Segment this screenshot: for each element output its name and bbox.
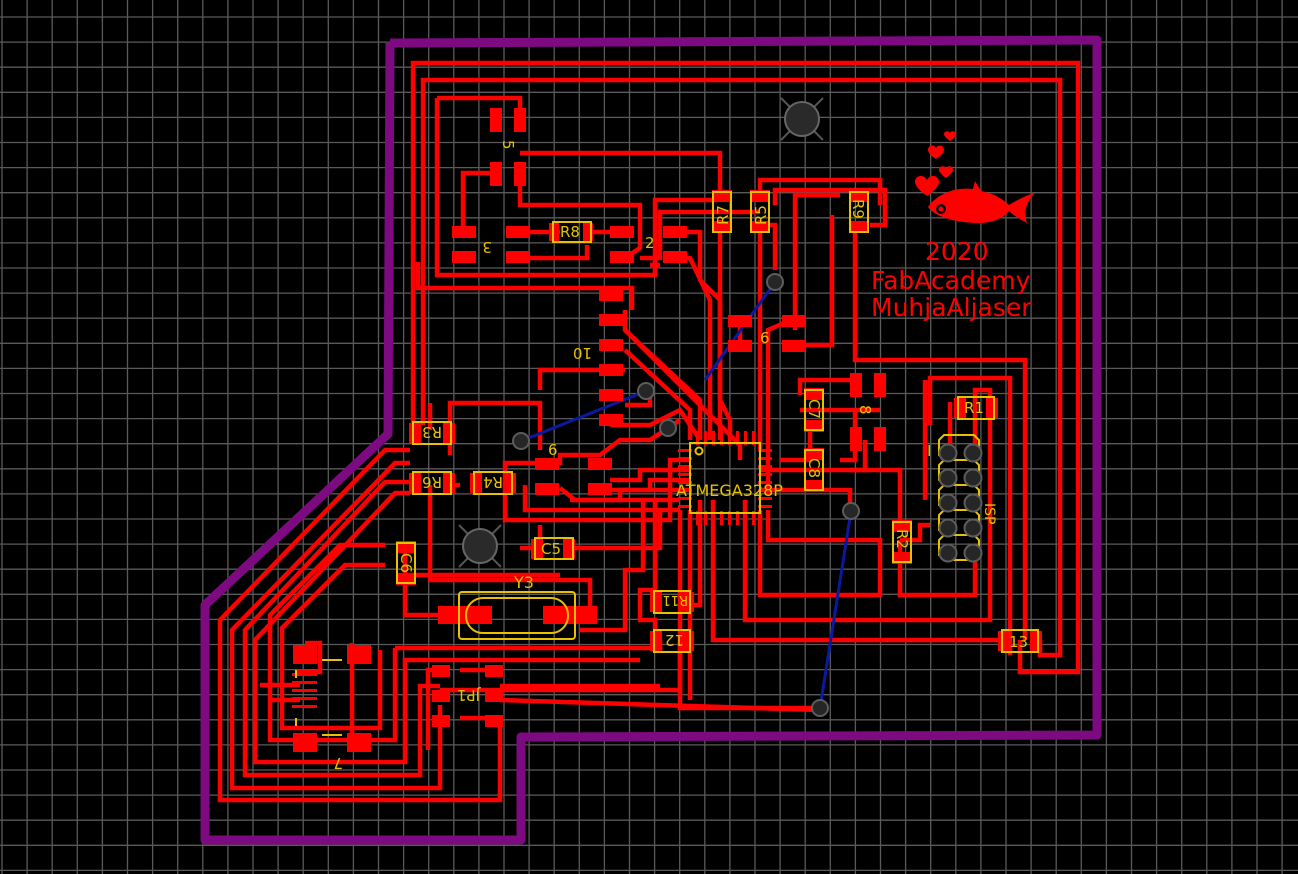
mcu-pin[interactable] xyxy=(758,457,772,460)
vias[interactable] xyxy=(512,273,860,717)
mounting-hole-bottom xyxy=(458,524,502,568)
mcu-pin[interactable] xyxy=(758,465,772,468)
label-pad-13: 13 xyxy=(1009,633,1028,651)
label-r6: R6 xyxy=(422,473,442,491)
mcu-pin[interactable] xyxy=(678,465,692,468)
mcu-pin[interactable] xyxy=(758,449,772,452)
label-part-8: 8 xyxy=(856,405,874,415)
airwires xyxy=(520,281,853,709)
logo-line2: MuhjaAljaser xyxy=(871,293,1032,322)
crystal-label: Y3 xyxy=(513,573,534,592)
label-r11: R11 xyxy=(662,592,688,607)
mcu-pin[interactable] xyxy=(712,511,715,525)
label-r9: R9 xyxy=(849,199,867,219)
label-c5: C5 xyxy=(541,540,561,558)
mcu-pin[interactable] xyxy=(678,481,692,484)
isp-pin[interactable] xyxy=(963,443,983,463)
mcu-pin[interactable] xyxy=(758,473,772,476)
mcu-pin[interactable] xyxy=(736,431,739,445)
isp-pin1-marker: I xyxy=(927,442,931,460)
mcu-pin[interactable] xyxy=(678,473,692,476)
label-c8: C8 xyxy=(805,458,823,478)
mcu-pin[interactable] xyxy=(744,511,747,525)
mcu-label: ATMEGA328P xyxy=(676,481,783,500)
label-pad-12: 12 xyxy=(665,631,684,649)
label-r4: R4 xyxy=(483,473,503,491)
label-c7: C7 xyxy=(805,399,823,419)
board-outline[interactable] xyxy=(200,35,1102,845)
label-r5: R5 xyxy=(752,205,770,225)
mcu-pin[interactable] xyxy=(704,511,707,525)
component-labels: ATMEGA328P Y3 JP1 ISP I R1 R2 R3 R4 R5 R… xyxy=(333,140,1028,772)
isp-header[interactable] xyxy=(938,443,983,563)
mcu-pin[interactable] xyxy=(704,431,707,445)
mcu-pin[interactable] xyxy=(758,489,772,492)
label-r1: R1 xyxy=(964,399,984,417)
mcu-pin[interactable] xyxy=(678,449,692,452)
mcu-pin[interactable] xyxy=(712,431,715,445)
mcu-pin[interactable] xyxy=(678,457,692,460)
isp-pin[interactable] xyxy=(963,493,983,513)
isp-label: ISP xyxy=(981,503,997,524)
mcu-pin[interactable] xyxy=(720,511,723,525)
mcu-pin[interactable] xyxy=(728,511,731,525)
label-r2: R2 xyxy=(893,529,911,549)
label-part-3: 3 xyxy=(482,238,492,256)
logo-year: 2020 xyxy=(925,237,989,266)
mcu-pin[interactable] xyxy=(720,431,723,445)
isp-pin[interactable] xyxy=(938,543,958,563)
top-copper-traces[interactable] xyxy=(217,60,1081,803)
mcu-pin[interactable] xyxy=(758,497,772,500)
fish-with-hearts-icon xyxy=(915,131,1035,223)
label-r8: R8 xyxy=(560,223,580,241)
label-part-2: 2 xyxy=(645,234,655,252)
isp-pin[interactable] xyxy=(963,518,983,538)
label-part-6-lower: 6 xyxy=(548,441,558,459)
logo-line1: FabAcademy xyxy=(871,266,1031,295)
mcu-pin[interactable] xyxy=(752,511,755,525)
isp-pin[interactable] xyxy=(963,468,983,488)
label-r7: R7 xyxy=(714,205,732,225)
label-part-5: 5 xyxy=(499,140,517,150)
logo-artwork: 2020 FabAcademy MuhjaAljaser xyxy=(871,131,1035,322)
mcu-pin[interactable] xyxy=(678,489,692,492)
mcu-pin[interactable] xyxy=(744,431,747,445)
mcu-pin[interactable] xyxy=(696,511,699,525)
label-r3: R3 xyxy=(422,423,442,441)
label-c6: C6 xyxy=(397,553,415,573)
label-part-6-upper: 6 xyxy=(760,329,770,347)
isp-pin[interactable] xyxy=(938,518,958,538)
isp-pin[interactable] xyxy=(938,493,958,513)
label-part-10: 10 xyxy=(573,344,592,362)
label-part-7: 7 xyxy=(333,754,343,772)
mcu-pin[interactable] xyxy=(752,431,755,445)
mcu-pin[interactable] xyxy=(758,481,772,484)
mcu-pin[interactable] xyxy=(678,497,692,500)
mounting-hole-top xyxy=(780,97,824,141)
mcu-pin[interactable] xyxy=(728,431,731,445)
mcu-pin[interactable] xyxy=(736,511,739,525)
isp-pin[interactable] xyxy=(938,468,958,488)
mcu-pin[interactable] xyxy=(758,505,772,508)
isp-pin[interactable] xyxy=(938,443,958,463)
jumper-label: JP1 xyxy=(457,686,481,704)
mcu-pin[interactable] xyxy=(678,505,692,508)
isp-pin[interactable] xyxy=(963,543,983,563)
mcu-pin[interactable] xyxy=(696,431,699,445)
